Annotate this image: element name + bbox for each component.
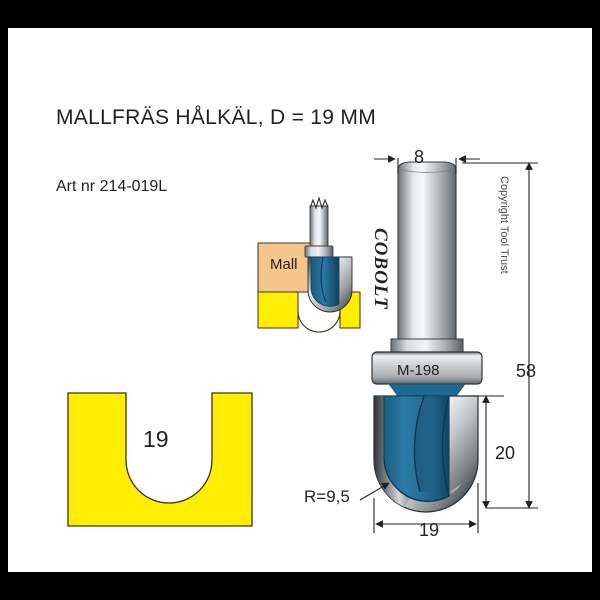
profile-width-label: 19 xyxy=(143,426,169,452)
dimension-annotations xyxy=(359,155,538,533)
collar-marking: M-198 xyxy=(397,362,440,379)
copyright-notice: Copyright Tool Trust xyxy=(498,176,510,274)
technical-drawing-canvas xyxy=(67,155,538,533)
dimension-cutter-diameter: 19 xyxy=(419,520,440,540)
cove-profile-shape xyxy=(67,392,253,527)
drawing-sheet: MALLFRÄS HÅLKÄL, D = 19 MM Art nr 214-01… xyxy=(8,28,592,572)
brand-marking: COBOLT xyxy=(370,228,391,310)
dimension-total-length: 58 xyxy=(516,361,537,381)
template-block xyxy=(257,242,314,293)
dimension-shank-diameter: 8 xyxy=(414,147,425,167)
page-title: MALLFRÄS HÅLKÄL, D = 19 MM xyxy=(56,106,376,129)
dimension-radius: R=9,5 xyxy=(304,487,350,506)
template-usage-diagram xyxy=(257,196,361,333)
dimension-cutter-length: 20 xyxy=(495,443,516,463)
router-bit-main-view xyxy=(371,161,483,513)
article-number: Art nr 214-019L xyxy=(56,178,168,195)
template-label: Mall xyxy=(270,256,298,273)
